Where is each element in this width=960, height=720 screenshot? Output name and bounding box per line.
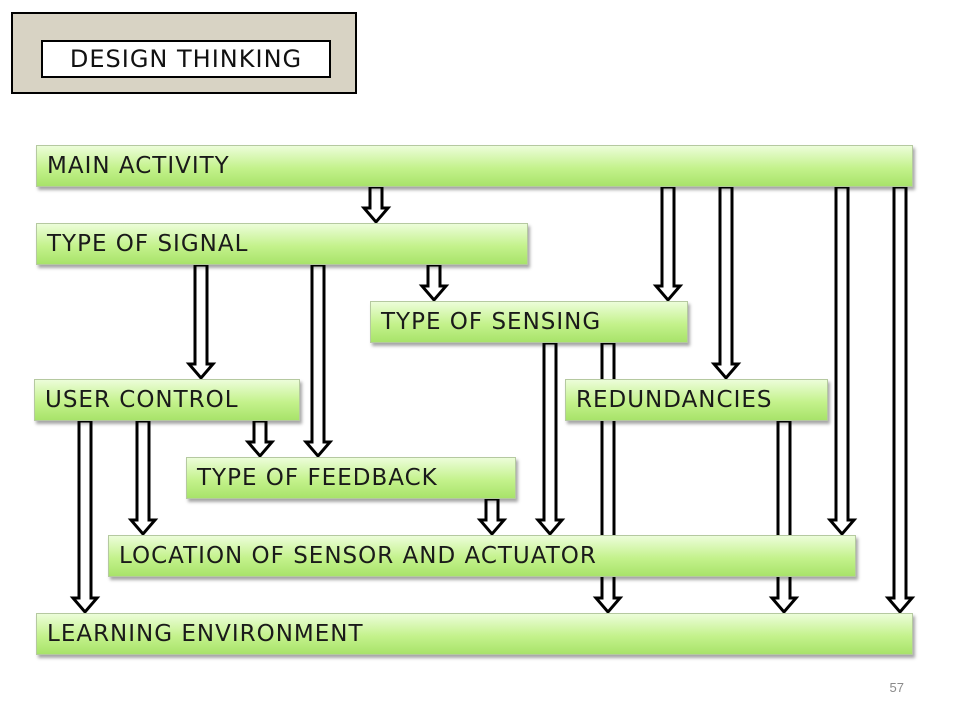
arrow-user-control-to-learning [69, 419, 101, 615]
node-redundancies: Redundancies [565, 379, 828, 421]
arrow-signal-to-sensing [418, 263, 450, 303]
node-type-of-sensing: Type of Sensing [370, 301, 688, 343]
node-location-of-sensor-and-actuator: Location of Sensor and Actuator [108, 535, 856, 577]
arrow-main-to-redundancies [710, 185, 742, 381]
arrow-signal-to-feedback [302, 263, 334, 459]
arrow-main-to-signal [360, 185, 392, 225]
arrow-feedback-to-location [476, 497, 508, 537]
arrow-sensing-to-location [534, 341, 566, 537]
arrow-user-control-to-feedback [244, 419, 276, 459]
node-main-activity: Main Activity [36, 145, 913, 187]
node-learning-environment: Learning Environment [36, 613, 913, 655]
arrow-signal-to-user-control [185, 263, 217, 381]
node-type-of-signal: Type of Signal [36, 223, 528, 265]
title-panel: Design Thinking [11, 12, 357, 94]
node-user-control: User Control [34, 379, 300, 421]
arrow-main-to-location [826, 185, 858, 537]
arrow-redundancies-to-learning [768, 419, 800, 615]
page-number: 57 [889, 680, 904, 695]
arrow-main-to-sensing [652, 185, 684, 303]
node-type-of-feedback: Type of Feedback [186, 457, 516, 499]
slide-title: Design Thinking [41, 40, 331, 78]
arrow-main-to-learning [884, 185, 916, 615]
arrow-user-control-to-location [127, 419, 159, 537]
